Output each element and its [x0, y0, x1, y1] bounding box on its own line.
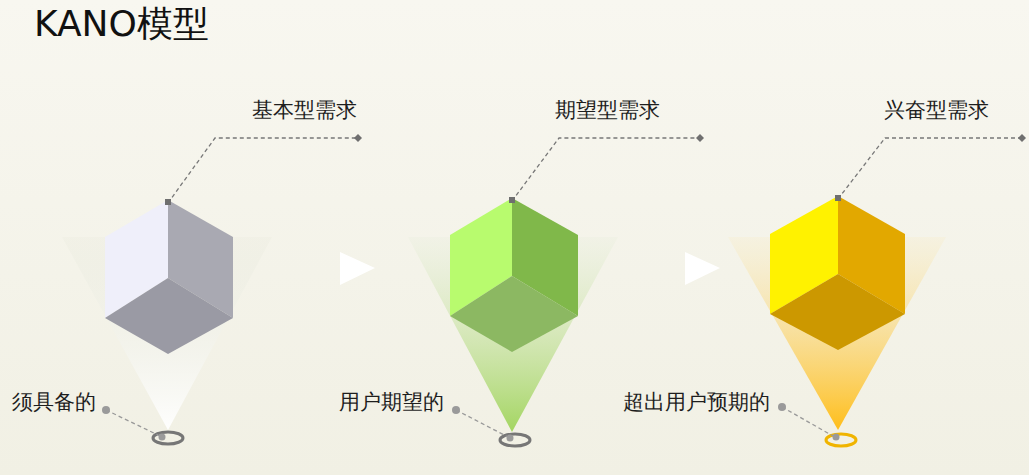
- requirement-type-label: 兴奋型需求: [884, 98, 989, 123]
- diagram-title: KANO模型: [34, 2, 209, 45]
- requirement-type-label: 期望型需求: [555, 98, 660, 123]
- description-label: 用户期望的: [339, 390, 444, 415]
- requirement-type-label: 基本型需求: [252, 98, 357, 123]
- base-ring: [500, 434, 530, 446]
- yellow-cube: [770, 196, 905, 350]
- base-ring: [153, 432, 183, 444]
- green-cube: [450, 198, 578, 352]
- gray-cube: [105, 200, 233, 354]
- arrow-triangle: [685, 252, 720, 285]
- arrow-triangle: [340, 252, 375, 285]
- description-label: 须具备的: [12, 390, 96, 415]
- leader-line: [168, 138, 1022, 203]
- base-ring: [826, 434, 856, 446]
- description-label: 超出用户预期的: [623, 390, 770, 415]
- leader-end: [165, 134, 1026, 205]
